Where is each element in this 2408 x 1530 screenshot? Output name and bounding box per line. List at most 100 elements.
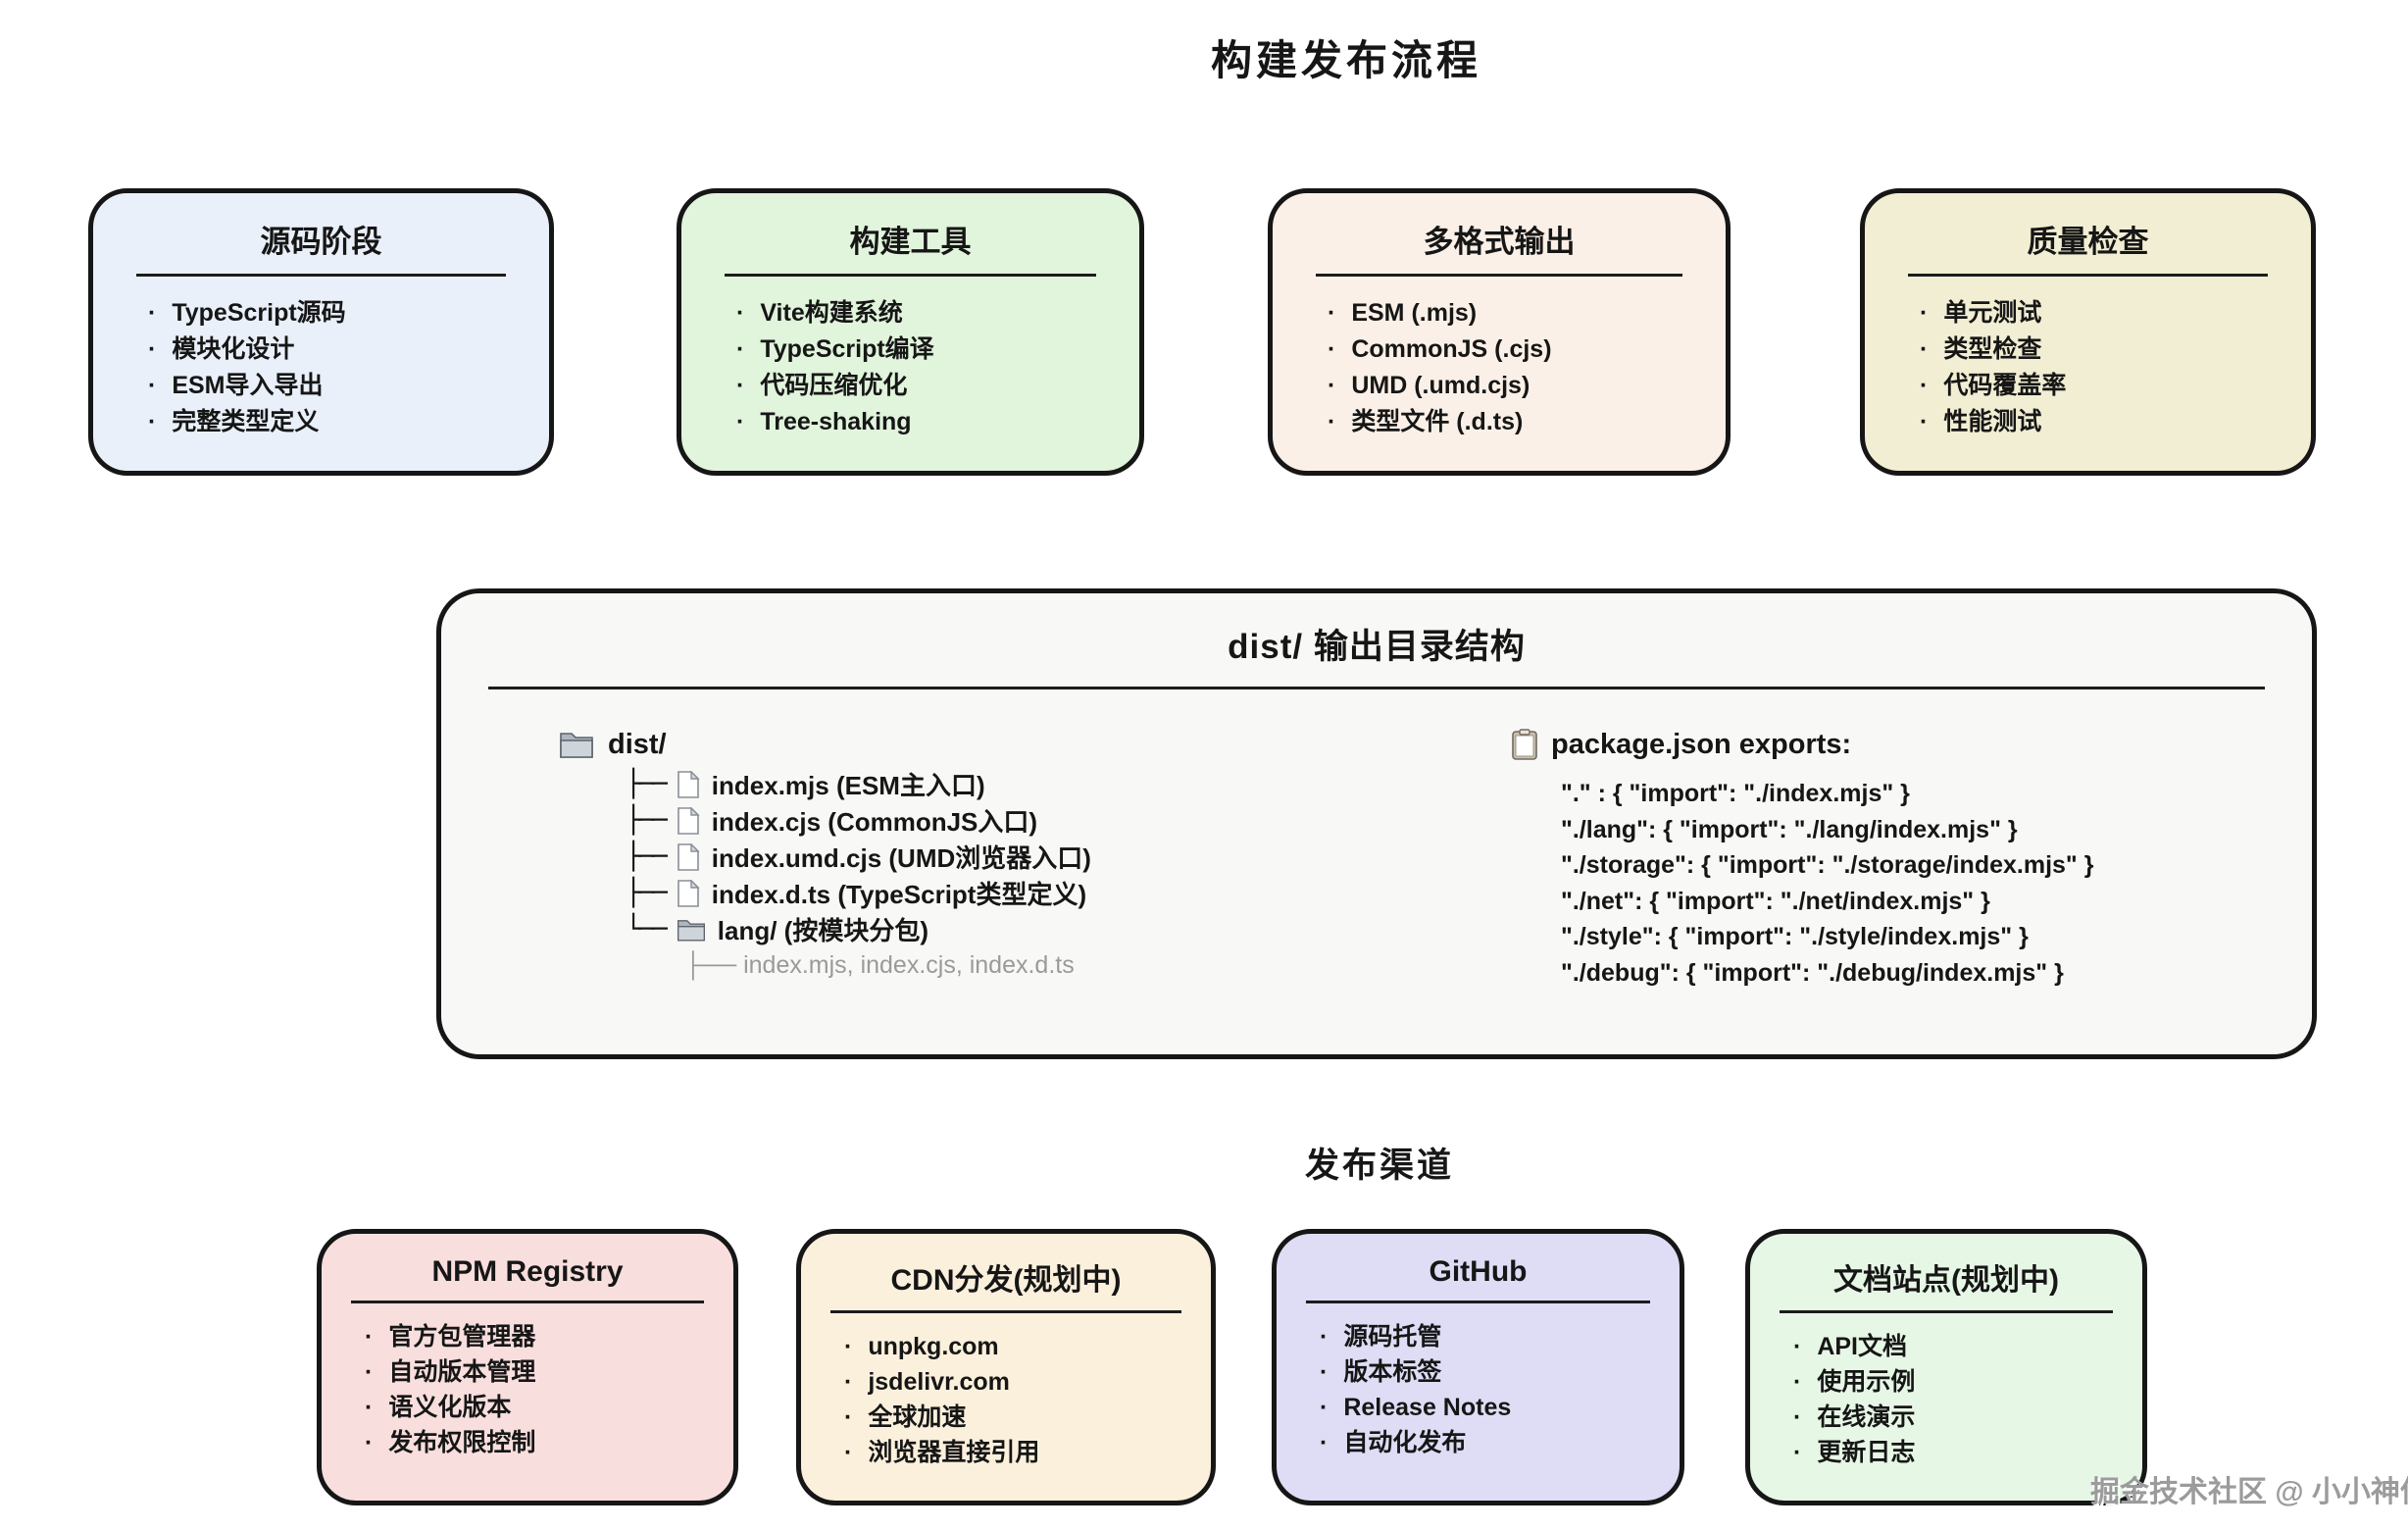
tree-connector: ├── (626, 842, 668, 872)
tree-row: ├── index.cjs (CommonJS入口) (626, 802, 1091, 839)
card-item-list: 官方包管理器 自动版本管理 语义化版本 发布权限控制 (322, 1319, 733, 1460)
page-title: 构建发布流程 (1210, 37, 1482, 83)
list-item: 自动版本管理 (365, 1354, 733, 1390)
card-title-divider (351, 1300, 704, 1303)
tree-connector: └── (626, 914, 668, 944)
tree-root-label: dist/ (608, 728, 667, 760)
card-title: 构建工具 (849, 225, 972, 259)
card-title: CDN分发(规划中) (890, 1264, 1122, 1297)
list-item: 版本标签 (1320, 1354, 1680, 1390)
package-exports: package.json exports: "." : { "import": … (1512, 725, 2093, 991)
tree-connector: ├── (626, 769, 668, 799)
tree-entry-label: index.mjs (ESM主入口) (711, 771, 985, 800)
file-icon (677, 770, 700, 798)
list-item: 浏览器直接引用 (844, 1435, 1211, 1470)
list-item: 在线演示 (1793, 1400, 2142, 1435)
card-title-divider (1908, 274, 2268, 277)
tree-row: ├── index.umd.cjs (UMD浏览器入口) (626, 839, 1091, 875)
list-item: 源码托管 (1320, 1319, 1680, 1354)
list-item: 语义化版本 (365, 1390, 733, 1425)
tree-entry-label: index.d.ts (TypeScript类型定义) (711, 880, 1087, 909)
list-item: 使用示例 (1793, 1364, 2142, 1400)
card-item-list: unpkg.com jsdelivr.com 全球加速 浏览器直接引用 (801, 1329, 1211, 1470)
card-title: 文档站点(规划中) (1833, 1264, 2059, 1297)
card-github: GitHub 源码托管 版本标签 Release Notes 自动化发布 (1272, 1229, 1684, 1505)
list-item: 完整类型定义 (148, 404, 549, 440)
list-item: TypeScript编译 (736, 332, 1139, 368)
tree-entry-label: lang/ (按模块分包) (717, 916, 928, 945)
list-item: 类型检查 (1920, 332, 2311, 368)
list-item: unpkg.com (844, 1329, 1211, 1364)
list-item: UMD (.umd.cjs) (1328, 368, 1726, 404)
tree-row: ├── index.d.ts (TypeScript类型定义) (626, 875, 1091, 911)
card-quality-check: 质量检查 单元测试 类型检查 代码覆盖率 性能测试 (1860, 188, 2316, 476)
card-title-divider (1780, 1310, 2113, 1313)
card-build-tools: 构建工具 Vite构建系统 TypeScript编译 代码压缩优化 Tree-s… (677, 188, 1144, 476)
card-docs-site: 文档站点(规划中) API文档 使用示例 在线演示 更新日志 (1745, 1229, 2147, 1505)
export-line: "./style": { "import": "./style/index.mj… (1561, 923, 2029, 950)
card-item-list: API文档 使用示例 在线演示 更新日志 (1750, 1329, 2142, 1470)
card-item-list: 单元测试 类型检查 代码覆盖率 性能测试 (1865, 295, 2311, 440)
list-item: ESM导入导出 (148, 368, 549, 404)
card-item-list: TypeScript源码 模块化设计 ESM导入导出 完整类型定义 (93, 295, 549, 440)
file-tree: dist/ ├── index.mjs (ESM主入口) ├── index.c… (559, 723, 1091, 984)
file-icon (677, 842, 700, 871)
channels-section-title: 发布渠道 (1304, 1147, 1455, 1185)
export-line: "./debug": { "import": "./debug/index.mj… (1561, 958, 2064, 987)
list-item: 全球加速 (844, 1400, 1211, 1435)
card-title-divider (1306, 1300, 1650, 1303)
tree-entry-label: index.cjs (CommonJS入口) (711, 807, 1038, 837)
card-title-divider (725, 274, 1096, 277)
card-source-stage: 源码阶段 TypeScript源码 模块化设计 ESM导入导出 完整类型定义 (88, 188, 554, 476)
tree-root-row: dist/ (559, 723, 1091, 766)
folder-icon (559, 730, 594, 759)
list-item: Vite构建系统 (736, 295, 1139, 332)
dist-title-divider (488, 687, 2265, 689)
card-cdn-distribution: CDN分发(规划中) unpkg.com jsdelivr.com 全球加速 浏… (796, 1229, 1216, 1505)
card-multi-format-output: 多格式输出 ESM (.mjs) CommonJS (.cjs) UMD (.u… (1268, 188, 1731, 476)
export-line: "./net": { "import": "./net/index.mjs" } (1561, 887, 1990, 915)
list-item: 代码覆盖率 (1920, 368, 2311, 404)
exports-title: package.json exports: (1551, 728, 1852, 760)
list-item: 发布权限控制 (365, 1425, 733, 1460)
card-npm-registry: NPM Registry 官方包管理器 自动版本管理 语义化版本 发布权限控制 (317, 1229, 738, 1505)
card-title-divider (1316, 274, 1682, 277)
clipboard-icon (1512, 729, 1537, 760)
list-item: 模块化设计 (148, 332, 549, 368)
list-item: Release Notes (1320, 1390, 1680, 1425)
list-item: jsdelivr.com (844, 1364, 1211, 1400)
file-icon (677, 879, 700, 907)
card-title-divider (830, 1310, 1181, 1313)
tree-row: └── lang/ (按模块分包) (626, 911, 1091, 947)
card-title: 质量检查 (2027, 225, 2149, 259)
list-item: TypeScript源码 (148, 295, 549, 332)
list-item: 代码压缩优化 (736, 368, 1139, 404)
card-title: GitHub (1429, 1255, 1528, 1288)
tree-connector: ├── (626, 805, 668, 836)
list-item: 类型文件 (.d.ts) (1328, 404, 1726, 440)
card-item-list: 源码托管 版本标签 Release Notes 自动化发布 (1277, 1319, 1680, 1460)
export-line: "." : { "import": "./index.mjs" } (1561, 780, 1910, 807)
tree-entry-label: index.umd.cjs (UMD浏览器入口) (711, 843, 1091, 873)
list-item: 官方包管理器 (365, 1319, 733, 1354)
file-icon (677, 806, 700, 835)
list-item: ESM (.mjs) (1328, 295, 1726, 332)
card-item-list: ESM (.mjs) CommonJS (.cjs) UMD (.umd.cjs… (1273, 295, 1726, 440)
card-item-list: Vite构建系统 TypeScript编译 代码压缩优化 Tree-shakin… (681, 295, 1139, 440)
card-title-divider (136, 274, 506, 277)
list-item: Tree-shaking (736, 404, 1139, 440)
export-line: "./lang": { "import": "./lang/index.mjs"… (1561, 815, 2018, 843)
card-title: 源码阶段 (260, 225, 382, 259)
dist-output-box: dist/ 输出目录结构 dist/ ├── index.mjs (ESM主入口… (436, 588, 2317, 1059)
list-item: 单元测试 (1920, 295, 2311, 332)
export-line: "./storage": { "import": "./storage/inde… (1561, 851, 2094, 879)
list-item: API文档 (1793, 1329, 2142, 1364)
export-lines: "." : { "import": "./index.mjs" } "./lan… (1561, 776, 2093, 991)
tree-sub-entry: ├── index.mjs, index.cjs, index.d.ts (684, 951, 1075, 979)
dist-box-title: dist/ 输出目录结构 (1228, 628, 1526, 666)
exports-title-row: package.json exports: (1512, 725, 2093, 764)
folder-icon (677, 917, 706, 943)
list-item: CommonJS (.cjs) (1328, 332, 1726, 368)
card-title: NPM Registry (431, 1255, 624, 1288)
list-item: 更新日志 (1793, 1435, 2142, 1470)
